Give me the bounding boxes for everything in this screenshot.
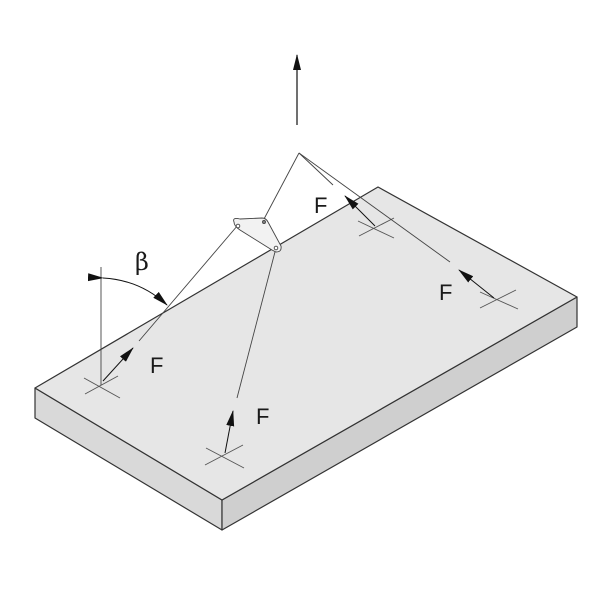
force-label-right: F [439, 280, 452, 305]
anchor-marks [83, 217, 519, 469]
force-label-back: F [314, 193, 327, 218]
sling-ropes [100, 152, 451, 399]
slab-top-face [34, 186, 578, 501]
anchor-front [204, 444, 245, 469]
angle-beta-label: β [135, 248, 149, 276]
force-arrows [102, 195, 495, 454]
anchor-right [479, 289, 519, 310]
lifting-plate [233, 217, 282, 253]
anchor-left [83, 375, 121, 399]
force-arrow-left [102, 347, 134, 382]
force-arrow-front [224, 410, 235, 454]
concrete-slab [34, 186, 578, 531]
force-label-front: F [256, 404, 269, 429]
angle-beta-arc [87, 273, 168, 306]
force-arrow-right [458, 269, 495, 299]
anchor-back [357, 217, 395, 239]
force-arrow-back [344, 195, 376, 227]
force-label-left: F [150, 353, 163, 378]
